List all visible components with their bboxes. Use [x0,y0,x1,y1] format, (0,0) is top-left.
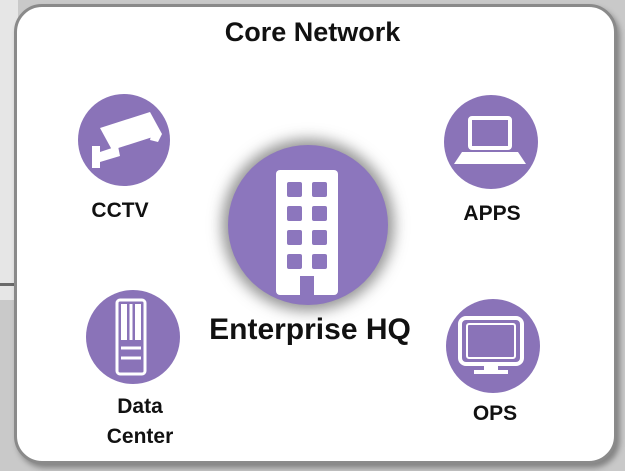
enterprise-hq-label: Enterprise HQ [209,313,411,346]
connector-line [0,283,18,286]
data-center-node-circle [86,290,180,384]
apps-node-circle [444,95,538,189]
data-center-label: Data Center [90,392,190,452]
ops-label: OPS [472,402,518,425]
data-center-label-line2: Center [106,425,174,448]
apps-label: APPS [463,202,521,225]
cctv-label: CCTV [91,199,149,222]
diagram-title: Core Network [224,17,401,47]
background-left-strip [0,0,18,300]
data-center-label-line1: Data [117,395,163,418]
